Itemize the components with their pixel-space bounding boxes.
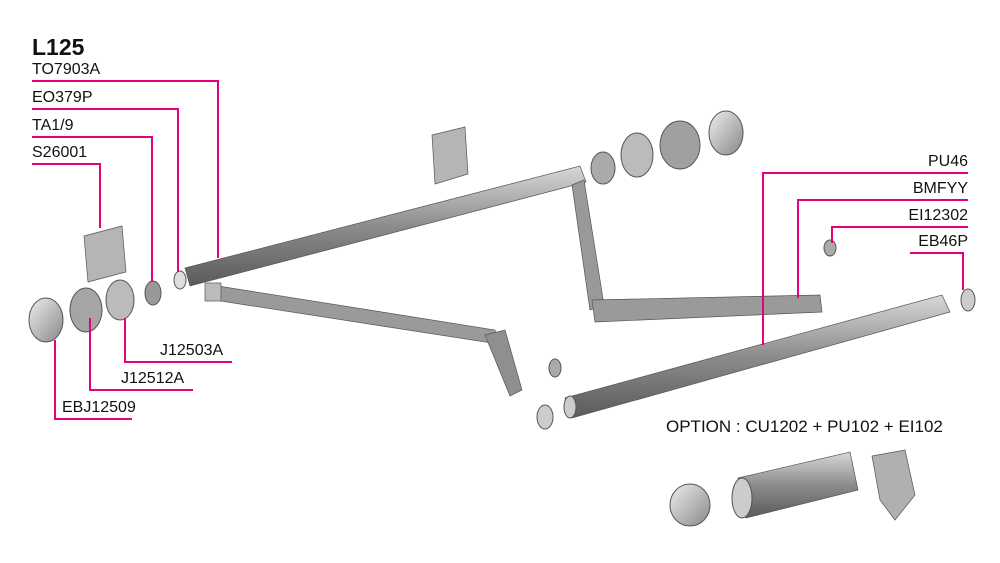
leader-lines [32, 80, 968, 420]
part-label: S26001 [32, 144, 88, 161]
left-arm [204, 282, 523, 397]
part-label: EBJ12509 [62, 399, 136, 416]
model-title: L125 [32, 34, 85, 60]
part-label: J12503A [160, 342, 224, 359]
front-profile [563, 294, 951, 419]
option-parts [669, 449, 916, 527]
part-label: EI12302 [908, 207, 968, 224]
wall-bracket-left [83, 225, 127, 283]
part-label: BMFYY [912, 180, 968, 197]
part-label: EB46P [918, 233, 968, 250]
part-label: TO7903A [32, 61, 101, 78]
right-arm [571, 179, 823, 323]
roller-tube [184, 165, 587, 287]
part-label: J12512A [121, 370, 185, 387]
part-label: EO379P [32, 89, 93, 106]
option-caption: OPTION : CU1202 + PU102 + EI102 [666, 417, 943, 436]
part-label: TA1/9 [32, 117, 74, 134]
end-caps [28, 110, 976, 430]
part-label: PU46 [927, 153, 968, 170]
wall-bracket-top [431, 126, 469, 185]
